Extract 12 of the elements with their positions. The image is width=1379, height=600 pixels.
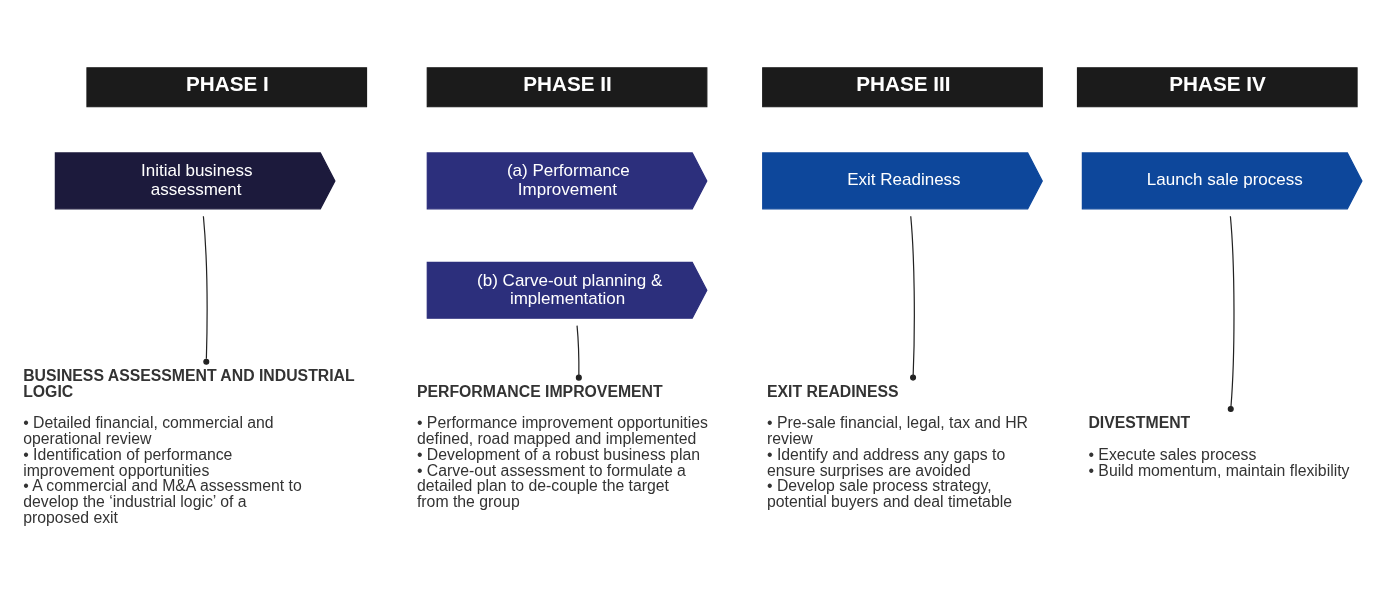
connector: [575, 325, 582, 381]
node-text: BUSINESS ASSESSMENT AND INDUSTRIAL LOGIC • Detailed financial, commercial and operational review • Identification of performance improvement opportunities • A commercial and M&A assessment to develop the ‘industrial logic’ of a proposed exit: [23, 366, 355, 526]
connector: [1227, 215, 1235, 413]
node-text: EXIT READINESS • Pre-sale financial, legal, tax and HR review • Identify and address any gaps to ensure surprises are avoided • Develop sale process strategy, potential buyers and deal timetable: [766, 382, 1029, 511]
node-box: PHASE II: [426, 67, 708, 108]
connector: [910, 215, 917, 381]
node-box: PHASE IV: [1076, 67, 1358, 108]
node-text: DIVESTMENT • Execute sales process • Build momentum, maintain flexibility: [1088, 414, 1350, 479]
connector: [202, 215, 210, 365]
node-text: PERFORMANCE IMPROVEMENT • Performance improvement opportunities defined, road mapped and implemented • Development of a robust business plan • Carve-out assessment to formulate a detailed plan to de-couple the target from the group: [416, 382, 708, 511]
node-box: PHASE III: [762, 67, 1043, 108]
node-box: PHASE I: [86, 67, 368, 108]
